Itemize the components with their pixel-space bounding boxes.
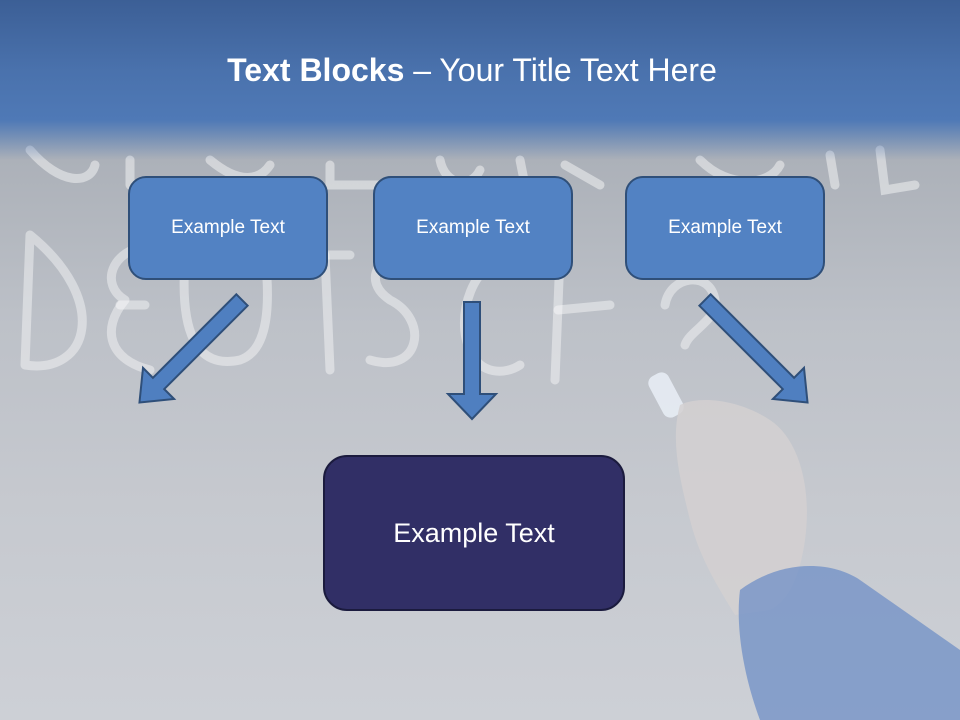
slide-title-bold: Text Blocks xyxy=(227,52,405,88)
slide-title: Text Blocks – Your Title Text Here xyxy=(0,52,944,89)
text-block-1-label: Example Text xyxy=(171,217,285,238)
text-block-main[interactable]: Example Text xyxy=(323,455,625,611)
text-block-1[interactable]: Example Text xyxy=(128,176,328,280)
hand-with-chalk-illustration xyxy=(648,372,960,720)
slide-title-rest: – Your Title Text Here xyxy=(404,52,717,88)
text-block-2[interactable]: Example Text xyxy=(373,176,573,280)
text-block-main-label: Example Text xyxy=(393,517,555,548)
arrow-right-diagonal xyxy=(697,292,809,404)
text-block-2-label: Example Text xyxy=(416,217,530,238)
arrow-center-down xyxy=(445,301,499,421)
header-band xyxy=(0,0,960,160)
text-block-3-label: Example Text xyxy=(668,217,782,238)
arrow-left-diagonal xyxy=(138,292,250,404)
text-block-3[interactable]: Example Text xyxy=(625,176,825,280)
